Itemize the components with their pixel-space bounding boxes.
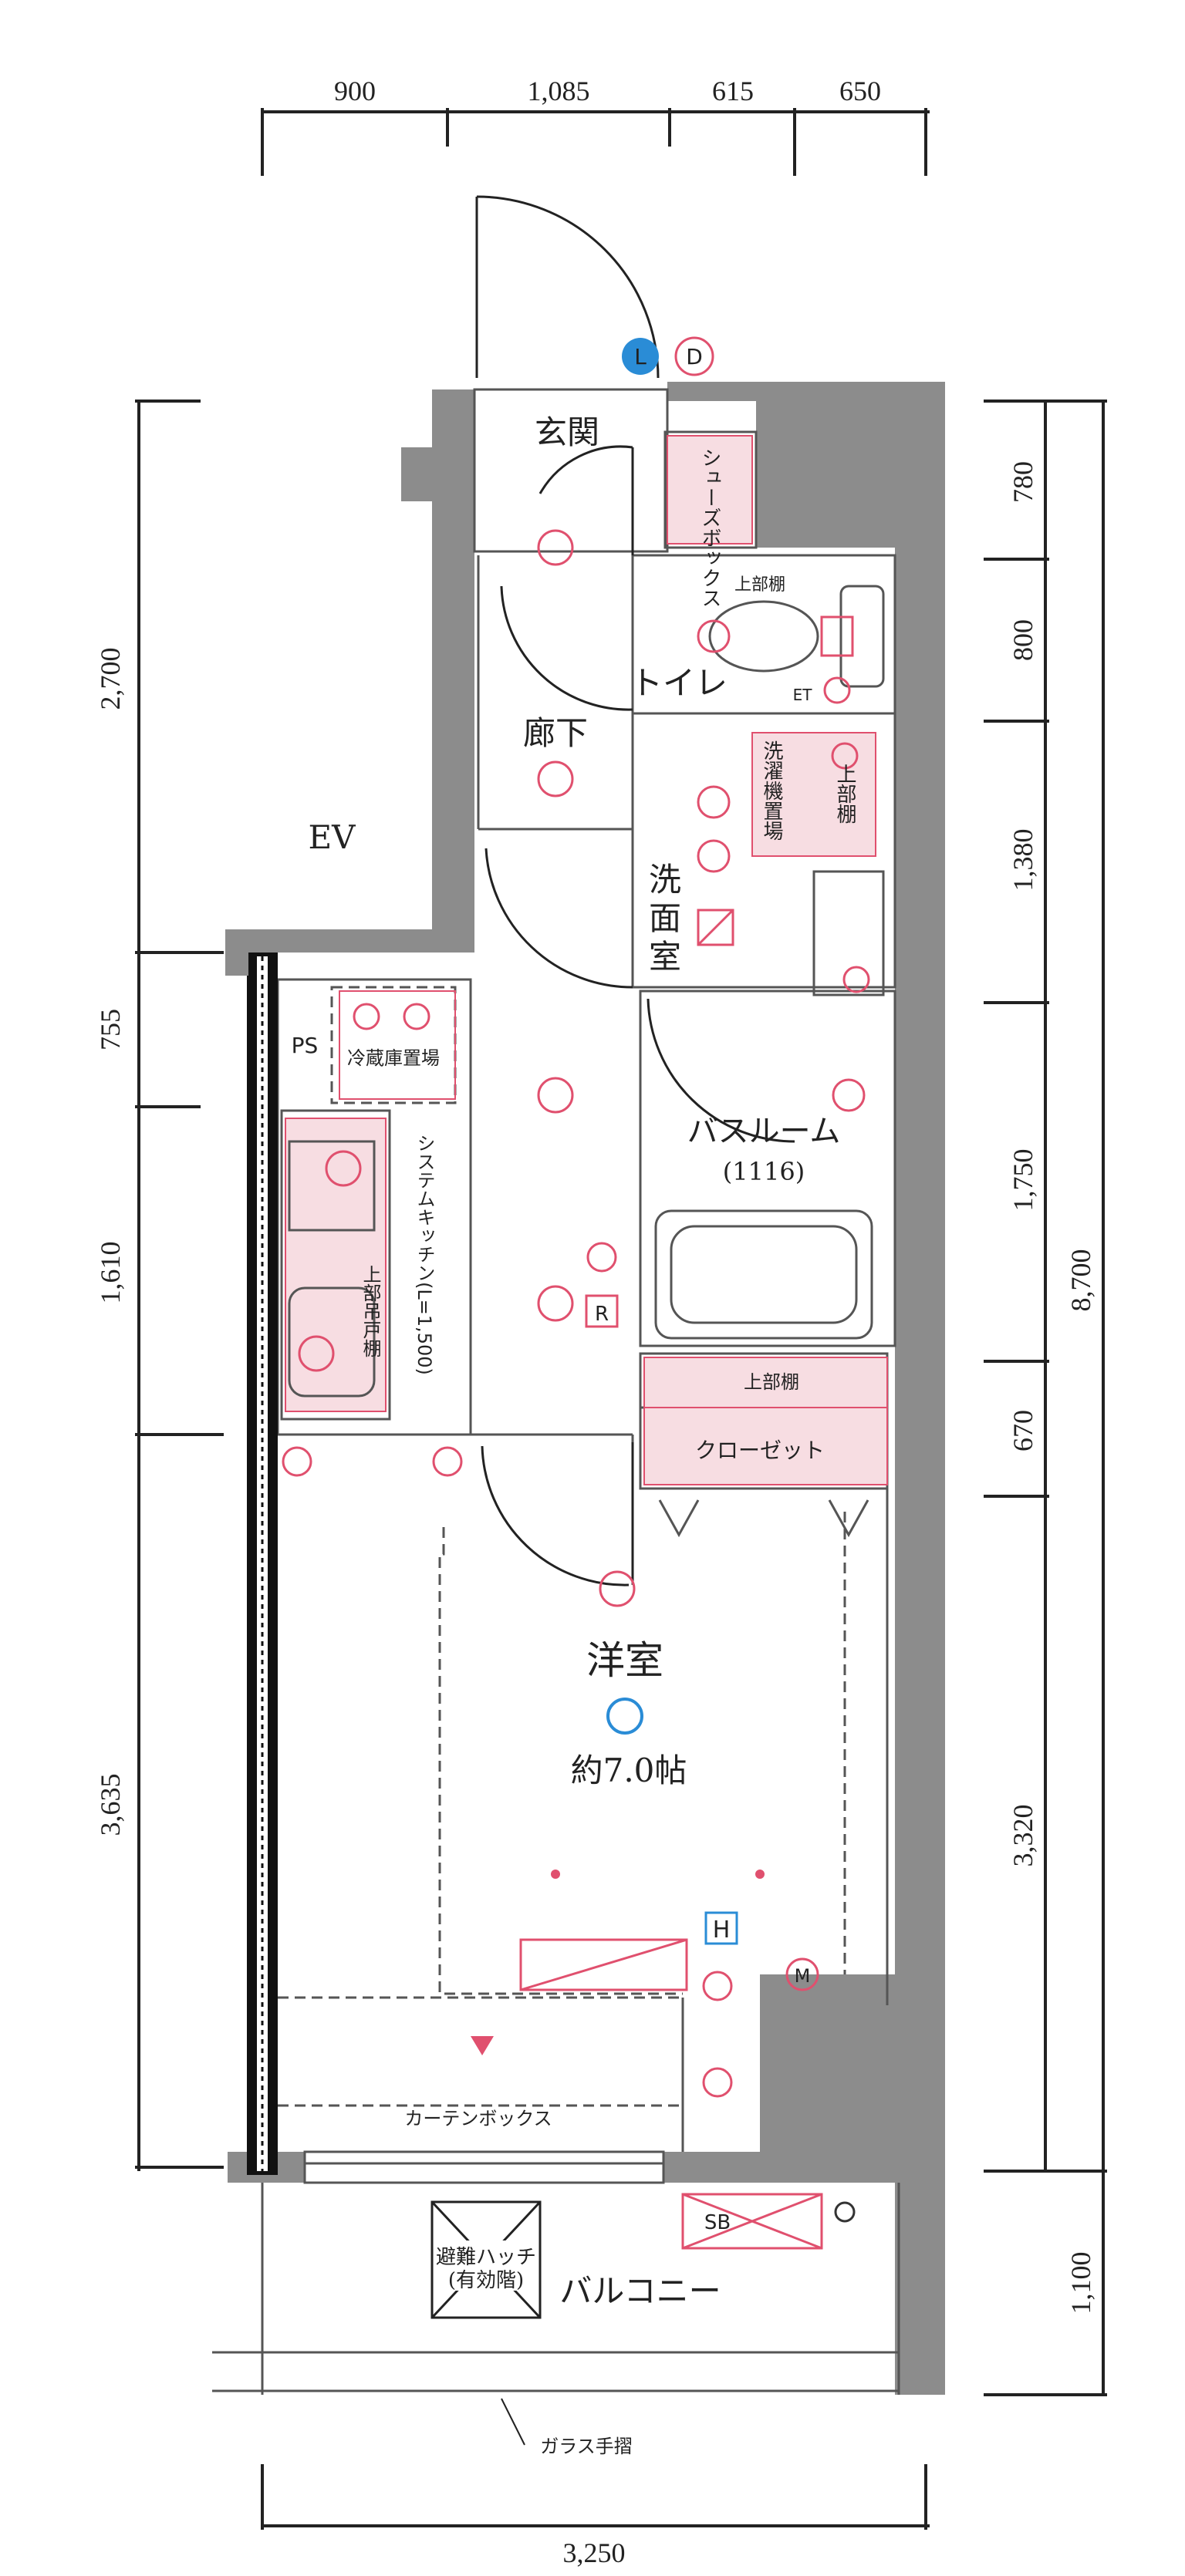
label-toilet: トイレ (630, 664, 728, 702)
left-dim-4: 3,635 (95, 1774, 126, 1836)
right-dim-5: 670 (1008, 1410, 1038, 1452)
label-hatch-sub: (有効階) (448, 2269, 524, 2292)
label-hatch: 避難ハッチ (436, 2246, 536, 2269)
label-bathroom-size: (1116) (723, 1157, 805, 1186)
label-kitchen-cabinet: 上部吊戸棚 (360, 1265, 381, 1357)
balcony-drain (834, 2201, 856, 2223)
top-dim-2: 1,085 (528, 76, 590, 106)
top-dim-1: 900 (334, 76, 376, 106)
left-dimensions (135, 400, 224, 2171)
bottom-dim: 3,250 (563, 2537, 626, 2568)
outlets (282, 676, 870, 2098)
glass-rail-leader (501, 2398, 525, 2446)
fixtures (288, 585, 885, 1538)
label-shoe-box: シューズボックス (698, 447, 721, 608)
right-dim-6: 3,320 (1008, 1805, 1038, 1867)
ev-wall (225, 929, 248, 976)
right-dim-2: 800 (1008, 619, 1038, 661)
right-dim-3: 1,380 (1008, 829, 1038, 892)
r-symbol-box (585, 1294, 619, 1328)
label-washroom-3: 室 (649, 938, 681, 976)
left-dim-2: 755 (95, 1009, 126, 1050)
doors (475, 195, 795, 1586)
label-kitchen: システムキッチン(L=1,500) (414, 1134, 435, 1375)
label-fridge: 冷蔵庫置場 (347, 1047, 440, 1069)
label-hallway: 廊下 (523, 714, 588, 752)
label-washroom-2: 面 (649, 899, 681, 937)
h-symbol: H (713, 1917, 731, 1944)
label-ev: EV (309, 818, 356, 856)
left-dim-1: 2,700 (95, 648, 126, 710)
right-dimensions (984, 400, 1107, 2396)
interior-walls (212, 388, 900, 2395)
label-closet-shelf: 上部棚 (744, 1371, 799, 1393)
label-upper-shelf-toilet: 上部棚 (734, 575, 785, 595)
left-window-wall (247, 953, 278, 2175)
top-dim-3: 615 (712, 76, 754, 106)
label-entrance: 玄関 (535, 413, 599, 451)
d-symbol: D (686, 344, 703, 369)
right-dim-4: 1,750 (1008, 1149, 1038, 1212)
h-symbol-box (704, 1911, 738, 1945)
bottom-dimensions (261, 2464, 930, 2530)
m-symbol-circle (785, 1957, 819, 1991)
left-dim-3: 1,610 (95, 1242, 126, 1304)
sb-symbol: SB (704, 2211, 731, 2234)
walls (228, 382, 945, 2395)
top-dim-4: 650 (839, 76, 881, 106)
label-curtain-box: カーテンボックス (404, 2108, 552, 2129)
label-bathroom: バスルーム (687, 1114, 841, 1149)
label-balcony: バルコニー (559, 2272, 721, 2310)
m-symbol: M (795, 1965, 811, 1987)
label-glass-rail: ガラス手摺 (540, 2436, 633, 2457)
label-washroom-1: 洗 (649, 861, 681, 899)
r-symbol: R (595, 1303, 609, 1326)
hatch-label-bg (434, 2241, 538, 2291)
right-dim-7: 1,100 (1065, 2252, 1096, 2315)
right-dim-1: 780 (1008, 461, 1038, 503)
label-closet: クローゼット (695, 1438, 825, 1463)
right-dim-total: 8,700 (1065, 1249, 1096, 1312)
equipment (298, 529, 866, 2250)
label-washer-area: 洗濯機置場 (760, 740, 783, 841)
label-upper-cabinet: 上部棚 (833, 764, 856, 824)
d-symbol-circle (674, 336, 714, 376)
label-western-room-size: 約7.0帖 (571, 1752, 687, 1789)
ceiling-light-icon (606, 1698, 643, 1735)
markers (471, 1870, 765, 2055)
l-symbol: L (634, 344, 647, 369)
et-symbol: ET (793, 686, 813, 704)
top-dimensions (261, 108, 930, 176)
l-symbol-circle (622, 338, 659, 375)
label-western-room: 洋室 (586, 1638, 663, 1683)
label-ps: PS (292, 1033, 319, 1058)
